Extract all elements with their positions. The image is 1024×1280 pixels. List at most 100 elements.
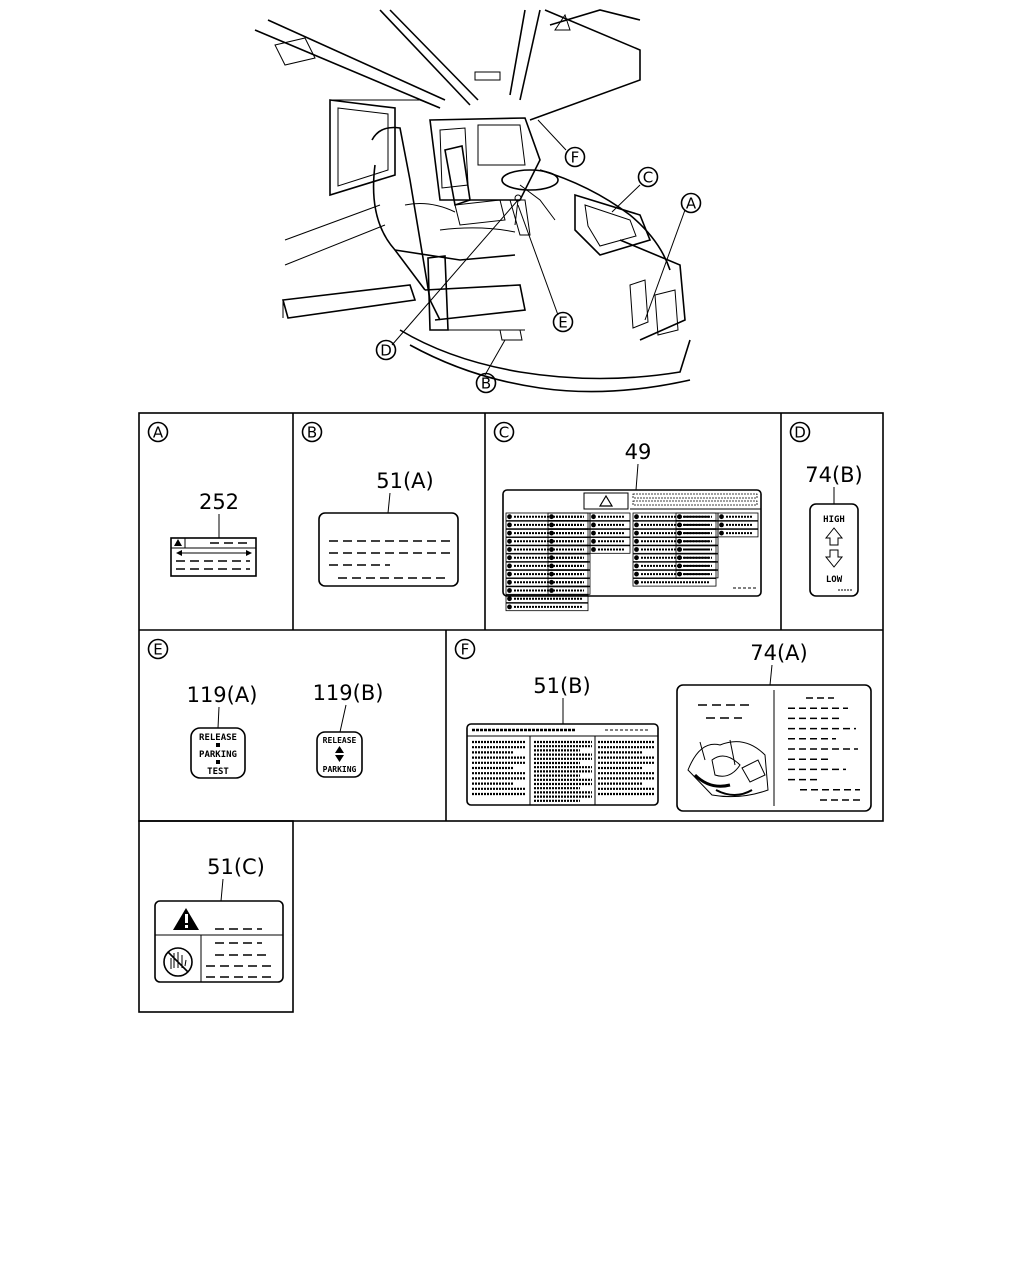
fine-print-cell [632, 529, 717, 538]
fine-print-bullet [634, 530, 639, 536]
label-74a [676, 684, 872, 812]
fine-print-cell [675, 537, 719, 546]
fine-print-bullet [591, 547, 596, 552]
panel-g: 51(C) [154, 855, 284, 983]
fine-print-cell [505, 570, 589, 579]
label-51b [466, 723, 659, 806]
label-119a-line-2: PARKING [199, 750, 237, 760]
fine-print-cell [589, 529, 631, 538]
fine-print-bullet [507, 555, 512, 561]
fine-print-cell [589, 512, 631, 521]
callout-a-letter: A [686, 195, 697, 213]
warning-triangle-icon [174, 539, 182, 546]
panel-f: F 51(B) 74(A) [454, 638, 872, 812]
fine-print-cell [675, 545, 719, 554]
triangle-up-icon [335, 746, 344, 753]
callout-a: A [680, 192, 702, 214]
panel-c-part-number: 49 [625, 440, 652, 464]
panel-e-part-number-a: 119(A) [187, 683, 258, 707]
fine-print-cell [675, 561, 719, 571]
fine-print-cell [717, 512, 759, 521]
fine-print-bullet [507, 604, 512, 610]
label-119b-line-2: PARKING [323, 765, 357, 774]
callout-d-letter: D [380, 342, 392, 360]
panel-g-part-number: 51(C) [207, 855, 265, 879]
fine-print-bullet [507, 547, 512, 552]
label-252 [170, 537, 257, 577]
fine-print-bullet [507, 563, 512, 569]
fine-print-cell [505, 520, 589, 530]
fine-print-cell [547, 561, 591, 571]
fine-print-bullet [507, 514, 512, 520]
fine-print-cell [505, 561, 589, 571]
fine-print-cell [632, 537, 717, 546]
callout-c: C [637, 166, 659, 188]
callout-e-letter: E [558, 314, 567, 332]
fine-print-bullet [677, 514, 682, 520]
fine-print-bullet [549, 588, 554, 593]
label-grid-frame [138, 412, 884, 1013]
fine-print-cell [505, 553, 589, 562]
label-49 [502, 489, 762, 612]
label-119a-line-1: RELEASE [199, 733, 237, 743]
fine-print-bullet [634, 547, 639, 552]
fine-print-bullet [677, 571, 682, 577]
label-51a [318, 512, 459, 587]
fine-print-cell [505, 529, 589, 538]
panel-d: D 74(B) HIGH LOW [789, 421, 863, 597]
fine-print-bullet [507, 538, 512, 544]
fine-print-bullet [549, 571, 554, 577]
label-119a-line-3: TEST [207, 767, 229, 777]
fine-print-bullet [507, 588, 512, 593]
label-74b: HIGH LOW [809, 503, 859, 597]
callout-f-letter: F [571, 149, 580, 167]
fine-print-cell [505, 578, 589, 587]
fine-print-cell [505, 602, 589, 612]
panel-d-part-number: 74(B) [805, 463, 863, 487]
fine-print-bullet [591, 514, 596, 520]
fine-print-cell [632, 570, 717, 579]
label-51c [154, 900, 284, 983]
fine-print-bullet [719, 530, 724, 536]
fine-print-cell [632, 512, 717, 521]
fine-print-cell [717, 529, 759, 538]
fine-print-cell [505, 545, 589, 554]
fine-print-bullet [634, 563, 639, 569]
callout-b: B [475, 372, 497, 394]
fine-print-cell [505, 594, 589, 603]
fine-print-bullet [634, 514, 639, 520]
fine-print-bullet [549, 522, 554, 528]
fine-print-bullet [677, 547, 682, 552]
fine-print-cell [632, 545, 717, 554]
label-74b-low-text: LOW [826, 575, 843, 585]
fine-print-cell [717, 520, 759, 530]
fine-print-bullet [549, 538, 554, 544]
fine-print-cell [505, 512, 589, 521]
fine-print-bullet [677, 538, 682, 544]
arrow-down-icon [824, 549, 844, 568]
panel-b-letter: B [307, 424, 317, 442]
fine-print-cell [547, 586, 591, 595]
triangle-down-icon [335, 755, 344, 762]
fine-print-bullet [507, 530, 512, 536]
panel-f-part-number-a: 74(A) [750, 641, 807, 665]
fine-print-bullet [549, 579, 554, 585]
fine-print-bullet [507, 579, 512, 585]
panel-f-letter: F [461, 641, 470, 659]
fine-print-cell [589, 537, 631, 546]
label-49-rows [505, 512, 759, 612]
fine-print-bullet [591, 538, 596, 544]
cab-interior-illustration [254, 9, 691, 393]
arrow-up-icon [824, 527, 844, 546]
hand-lever-illustration [687, 739, 769, 798]
callout-f: F [564, 146, 586, 168]
fine-print-bullet [549, 547, 554, 552]
callout-leaders [391, 119, 686, 376]
panel-e: E 119(A) RELEASE PARKING TEST 119(B) REL… [147, 638, 383, 779]
fine-print-bullet [634, 571, 639, 577]
fine-print-bullet [719, 522, 724, 528]
fine-print-bullet [677, 522, 682, 528]
fine-print-cell [505, 537, 589, 546]
panel-b-part-number: 51(A) [376, 469, 433, 493]
panel-a: A 252 [147, 421, 257, 577]
